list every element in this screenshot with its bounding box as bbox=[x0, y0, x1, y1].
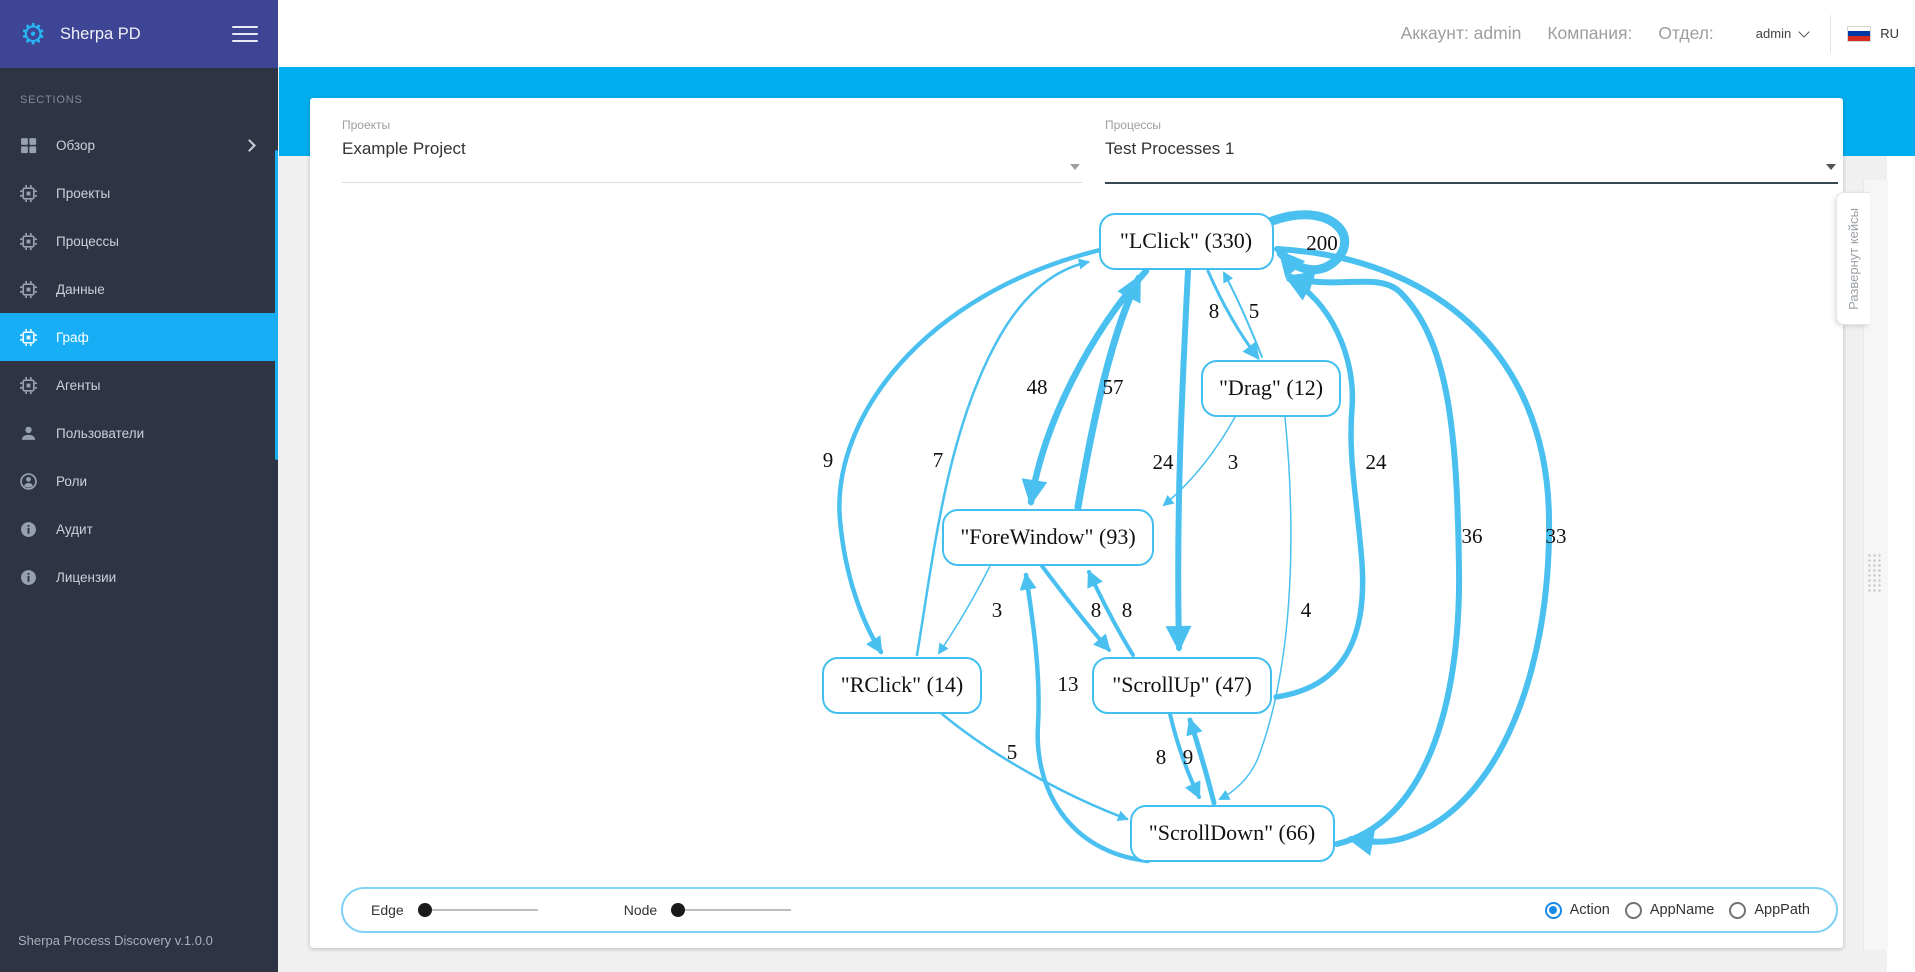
chip-icon bbox=[20, 376, 38, 394]
russian-flag-icon bbox=[1847, 25, 1872, 42]
node-slider-label: Node bbox=[623, 902, 658, 918]
radio-circle-icon[interactable] bbox=[1544, 901, 1562, 919]
node-slider-thumb[interactable] bbox=[671, 903, 686, 917]
role-icon bbox=[20, 472, 38, 490]
app-brand: Sherpa PD bbox=[60, 24, 141, 43]
sidebar-item-label: Агенты bbox=[56, 377, 101, 393]
graph-node-LClick[interactable]: "LClick" (330) bbox=[1098, 212, 1274, 270]
chip-icon bbox=[20, 280, 38, 298]
project-select-underline bbox=[342, 182, 1082, 183]
expand-cases-tab[interactable]: Развернут кейсы bbox=[1836, 192, 1870, 325]
chip-icon bbox=[20, 328, 38, 346]
sidebar-item-label: Пользователи bbox=[56, 425, 145, 441]
app-version: Sherpa Process Discovery v.1.0.0 bbox=[18, 933, 213, 948]
radio-apppath[interactable]: AppPath bbox=[1729, 901, 1810, 919]
company-label: Компания: bbox=[1547, 23, 1633, 43]
sidebar-item-label: Роли bbox=[56, 473, 88, 489]
overview-icon bbox=[20, 136, 38, 154]
project-select-label: Проекты bbox=[342, 118, 391, 132]
sidebar-item-label: Проекты bbox=[56, 185, 111, 201]
graph-node-ScrollDown[interactable]: "ScrollDown" (66) bbox=[1129, 804, 1335, 862]
graph-control-bar: Edge Node Action AppName AppPath bbox=[341, 887, 1838, 933]
language-selector[interactable]: RU bbox=[1880, 26, 1899, 41]
chevron-right-icon bbox=[243, 138, 256, 152]
radio-label: AppName bbox=[1649, 902, 1715, 918]
edge-slider-label: Edge bbox=[371, 902, 404, 918]
sidebar-item-roles[interactable]: Роли bbox=[0, 457, 278, 505]
info-icon bbox=[20, 520, 38, 538]
sidebar-item-users[interactable]: Пользователи bbox=[0, 409, 278, 457]
sidebar-item-agents[interactable]: Агенты bbox=[0, 361, 278, 409]
dropdown-arrow-icon[interactable] bbox=[1826, 164, 1836, 170]
hamburger-menu-icon[interactable] bbox=[232, 26, 258, 42]
process-select-underline bbox=[1105, 182, 1838, 184]
sidebar-scrollbar[interactable] bbox=[275, 150, 278, 460]
graph-node-ForeWindow[interactable]: "ForeWindow" (93) bbox=[942, 508, 1154, 566]
radio-circle-icon[interactable] bbox=[1624, 901, 1642, 919]
graph-node-Drag[interactable]: "Drag" (12) bbox=[1201, 359, 1341, 417]
sidebar-item-audit[interactable]: Аудит bbox=[0, 505, 278, 553]
expand-cases-tab-label: Развернут кейсы bbox=[1846, 207, 1861, 310]
sidebar-item-label: Обзор bbox=[56, 137, 95, 153]
sidebar-header: ⚙ Sherpa PD bbox=[0, 0, 278, 68]
sections-label: SECTIONS bbox=[20, 94, 83, 106]
sidebar-item-label: Лицензии bbox=[56, 569, 117, 585]
right-margin bbox=[1887, 156, 1915, 972]
user-icon bbox=[20, 424, 38, 442]
node-slider[interactable] bbox=[671, 903, 792, 917]
radio-label: AppPath bbox=[1754, 902, 1810, 918]
sidebar-item-processes[interactable]: Процессы bbox=[0, 217, 278, 265]
user-menu[interactable]: admin bbox=[1755, 25, 1810, 41]
radio-circle-icon[interactable] bbox=[1729, 901, 1747, 919]
sidebar-item-label: Граф bbox=[56, 329, 89, 345]
department-label: Отдел: bbox=[1658, 23, 1714, 43]
sidebar-item-label: Аудит bbox=[56, 521, 93, 537]
sidebar-item-projects[interactable]: Проекты bbox=[0, 169, 278, 217]
info-icon bbox=[20, 568, 38, 586]
sidebar-item-overview[interactable]: Обзор bbox=[0, 121, 278, 169]
radio-label: Action bbox=[1569, 902, 1610, 918]
project-select-value: Example Project bbox=[342, 139, 466, 158]
process-select-value: Test Processes 1 bbox=[1105, 139, 1235, 158]
sidebar-item-licenses[interactable]: Лицензии bbox=[0, 553, 278, 601]
dropdown-arrow-icon[interactable] bbox=[1070, 164, 1080, 170]
chip-icon bbox=[20, 184, 38, 202]
sidebar-item-label: Данные bbox=[56, 281, 105, 297]
radio-appname[interactable]: AppName bbox=[1624, 901, 1715, 919]
gear-logo-icon: ⚙ bbox=[20, 16, 46, 51]
sidebar-item-data[interactable]: Данные bbox=[0, 265, 278, 313]
edge-slider[interactable] bbox=[417, 903, 538, 917]
topbar: Аккаунт: admin Компания: Отдел: admin RU bbox=[278, 0, 1915, 67]
process-select[interactable]: Процессы Test Processes 1 bbox=[1105, 118, 1838, 184]
label-mode-radios: Action AppName AppPath bbox=[1544, 901, 1810, 919]
chip-icon bbox=[20, 232, 38, 250]
chevron-down-icon bbox=[1798, 25, 1810, 38]
project-select[interactable]: Проекты Example Project bbox=[342, 118, 1082, 183]
graph-node-RClick[interactable]: "RClick" (14) bbox=[822, 656, 982, 714]
sidebar-item-graph[interactable]: Граф bbox=[0, 313, 278, 361]
panel-drag-handle[interactable] bbox=[1867, 553, 1882, 593]
header-divider bbox=[1830, 14, 1832, 53]
account-label: Аккаунт: admin bbox=[1400, 23, 1522, 43]
user-menu-label: admin bbox=[1755, 26, 1792, 41]
edge-slider-thumb[interactable] bbox=[417, 903, 432, 917]
radio-action[interactable]: Action bbox=[1544, 901, 1610, 919]
process-select-label: Процессы bbox=[1105, 118, 1162, 132]
graph-node-ScrollUp[interactable]: "ScrollUp" (47) bbox=[1092, 656, 1272, 714]
sidebar-item-label: Процессы bbox=[56, 233, 120, 249]
